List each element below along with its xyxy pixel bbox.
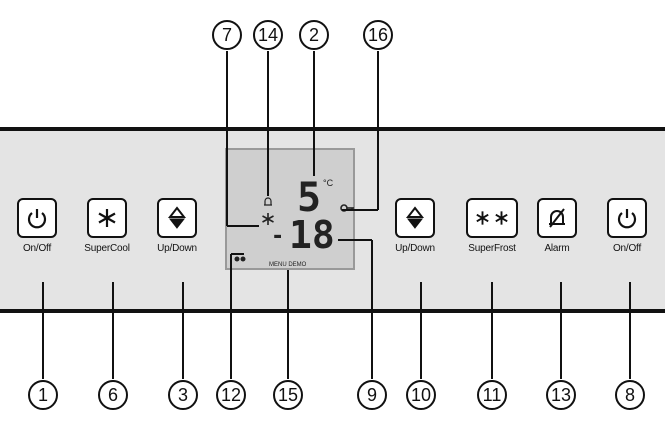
supercool-indicator-icon [262, 213, 274, 225]
callout-6: 6 [98, 380, 128, 410]
callout-15: 15 [273, 380, 303, 410]
on-off-label-right: On/Off [612, 243, 642, 254]
key-lock-icon [340, 204, 354, 212]
superfrost-button[interactable] [466, 198, 518, 238]
callout-10: 10 [406, 380, 436, 410]
on-off-button-right[interactable] [607, 198, 647, 238]
callout-1: 1 [28, 380, 58, 410]
callout-9: 9 [357, 380, 387, 410]
supercool-button[interactable] [87, 198, 127, 238]
minus-sign: - [271, 224, 285, 249]
on-off-button-left[interactable] [17, 198, 57, 238]
callout-2: 2 [299, 20, 329, 50]
callout-7: 7 [212, 20, 242, 50]
power-icon [27, 209, 47, 229]
snowflake-icon [98, 209, 116, 227]
up-down-label-right: Up/Down [395, 243, 435, 254]
up-down-button-left[interactable] [157, 198, 197, 238]
callout-13: 13 [546, 380, 576, 410]
callout-8: 8 [615, 380, 645, 410]
callout-12: 12 [216, 380, 246, 410]
alarm-label: Alarm [544, 243, 570, 254]
up-down-arrows-icon [167, 206, 187, 229]
callout-3: 3 [168, 380, 198, 410]
alarm-bell-icon [264, 197, 272, 206]
lcd-display: 5 °C 18 - MENU DEMO [225, 148, 355, 270]
alarm-button[interactable] [537, 198, 577, 238]
fan-indicator-icon [234, 256, 246, 262]
alarm-off-icon [549, 208, 565, 228]
up-down-button-right[interactable] [395, 198, 435, 238]
power-icon [617, 209, 637, 229]
superfrost-label: SuperFrost [468, 243, 516, 254]
up-down-arrows-icon [405, 206, 425, 229]
callout-16: 16 [363, 20, 393, 50]
supercool-label: SuperCool [84, 243, 130, 254]
freezer-temperature: 18 [289, 213, 335, 257]
double-snowflake-icon [476, 211, 508, 225]
menu-demo-label: MENU DEMO [269, 262, 307, 268]
fridge-temperature: 5 [297, 175, 322, 221]
up-down-label-left: Up/Down [157, 243, 197, 254]
callout-11: 11 [477, 380, 507, 410]
on-off-label-left: On/Off [22, 243, 52, 254]
temperature-unit: °C [323, 178, 334, 188]
callout-14: 14 [253, 20, 283, 50]
